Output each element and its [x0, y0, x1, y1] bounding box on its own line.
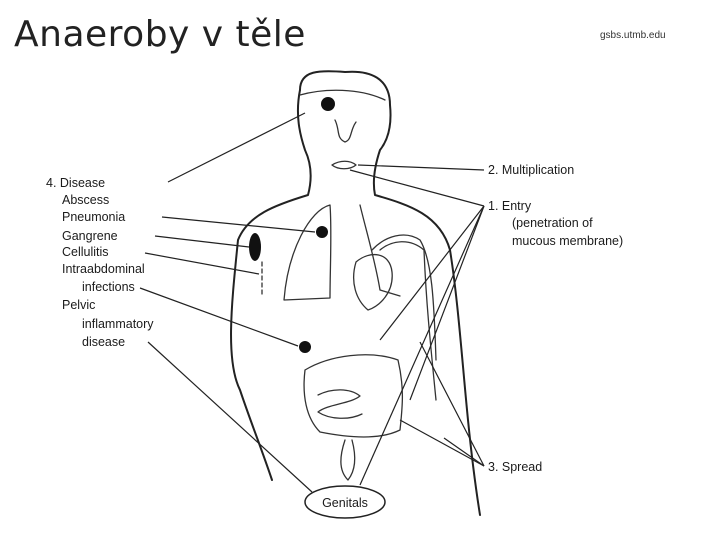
gangrene-lesion	[249, 233, 261, 261]
entry-detail-1: (penetration of	[512, 216, 593, 230]
multiplication-label: 2. Multiplication	[488, 163, 574, 177]
face-features	[331, 119, 357, 170]
intraabdominal-spot	[299, 341, 311, 353]
entry-detail-2: mucous membrane)	[512, 234, 623, 248]
leader-lines	[139, 112, 485, 493]
slide-title: Anaeroby v těle	[14, 14, 306, 55]
disease-gangrene: Gangrene	[62, 229, 118, 243]
disease-intraabdominal: Intraabdominal	[62, 262, 145, 276]
disease-pelvic: Pelvic	[62, 298, 95, 312]
source-credit: gsbs.utmb.edu	[600, 30, 666, 41]
genitals-oval	[304, 485, 386, 519]
intestines	[303, 354, 404, 481]
disease-infections: infections	[82, 280, 135, 294]
disease-heading: 4. Disease	[46, 176, 105, 190]
lungs	[283, 204, 401, 301]
pneumonia-spot	[316, 226, 328, 238]
heart	[353, 234, 437, 401]
disease-abscess: Abscess	[62, 193, 109, 207]
genitals-label: Genitals	[322, 496, 368, 510]
disease-pneumonia: Pneumonia	[62, 210, 125, 224]
disease-cellulitis: Cellulitis	[62, 245, 109, 259]
disease-inflammatory: inflammatory	[82, 317, 154, 331]
spread-label: 3. Spread	[488, 460, 542, 474]
entry-label: 1. Entry	[488, 199, 532, 213]
disease-disease: disease	[82, 335, 125, 349]
brain-abscess-spot	[321, 97, 335, 111]
body-outline	[230, 70, 481, 516]
